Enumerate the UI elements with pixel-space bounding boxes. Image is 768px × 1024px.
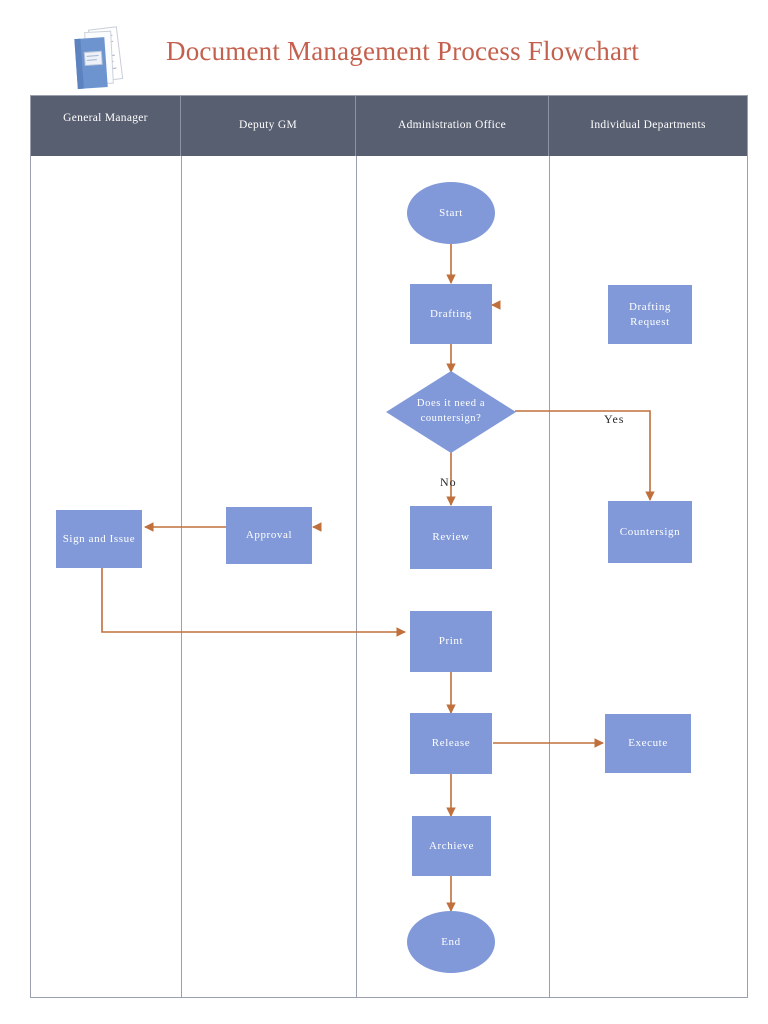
lane-header-general-manager: General Manager — [31, 96, 181, 156]
lane-header-deputy-gm: Deputy GM — [181, 96, 356, 156]
node-end[interactable]: End — [407, 911, 495, 973]
node-review[interactable]: Review — [410, 506, 492, 569]
node-sign-and-issue[interactable]: Sign and Issue — [56, 510, 142, 568]
lane-divider-3 — [549, 156, 550, 997]
edge-label-no: No — [440, 475, 457, 489]
node-execute[interactable]: Execute — [605, 714, 691, 773]
node-print[interactable]: Print — [410, 611, 492, 672]
node-release[interactable]: Release — [410, 713, 492, 774]
node-countersign-question-label: Does it need a countersign? — [416, 398, 486, 424]
document-stack-icon — [66, 26, 128, 92]
node-countersign[interactable]: Countersign — [608, 501, 692, 563]
node-archieve[interactable]: Archieve — [412, 816, 491, 876]
lane-header-administration-office: Administration Office — [356, 96, 549, 156]
node-approval[interactable]: Approval — [226, 507, 312, 564]
swimlane-table: General Manager Deputy GM Administration… — [30, 95, 748, 998]
edge-label-yes: Yes — [604, 412, 625, 426]
lane-divider-2 — [356, 156, 357, 997]
lane-header-individual-departments: Individual Departments — [590, 119, 706, 131]
node-drafting[interactable]: Drafting — [410, 284, 492, 344]
node-drafting-request[interactable]: Drafting Request — [608, 285, 692, 344]
title-bar: Document Management Process Flowchart — [0, 0, 768, 94]
swimlane-header-row: General Manager Deputy GM Administration… — [31, 96, 747, 156]
node-countersign-question[interactable]: Does it need a countersign? — [386, 371, 516, 453]
node-start[interactable]: Start — [407, 182, 495, 244]
diamond-shape — [386, 371, 516, 453]
lane-divider-1 — [181, 156, 182, 997]
swimlane-body — [31, 156, 747, 997]
page-title: Document Management Process Flowchart — [166, 36, 640, 66]
